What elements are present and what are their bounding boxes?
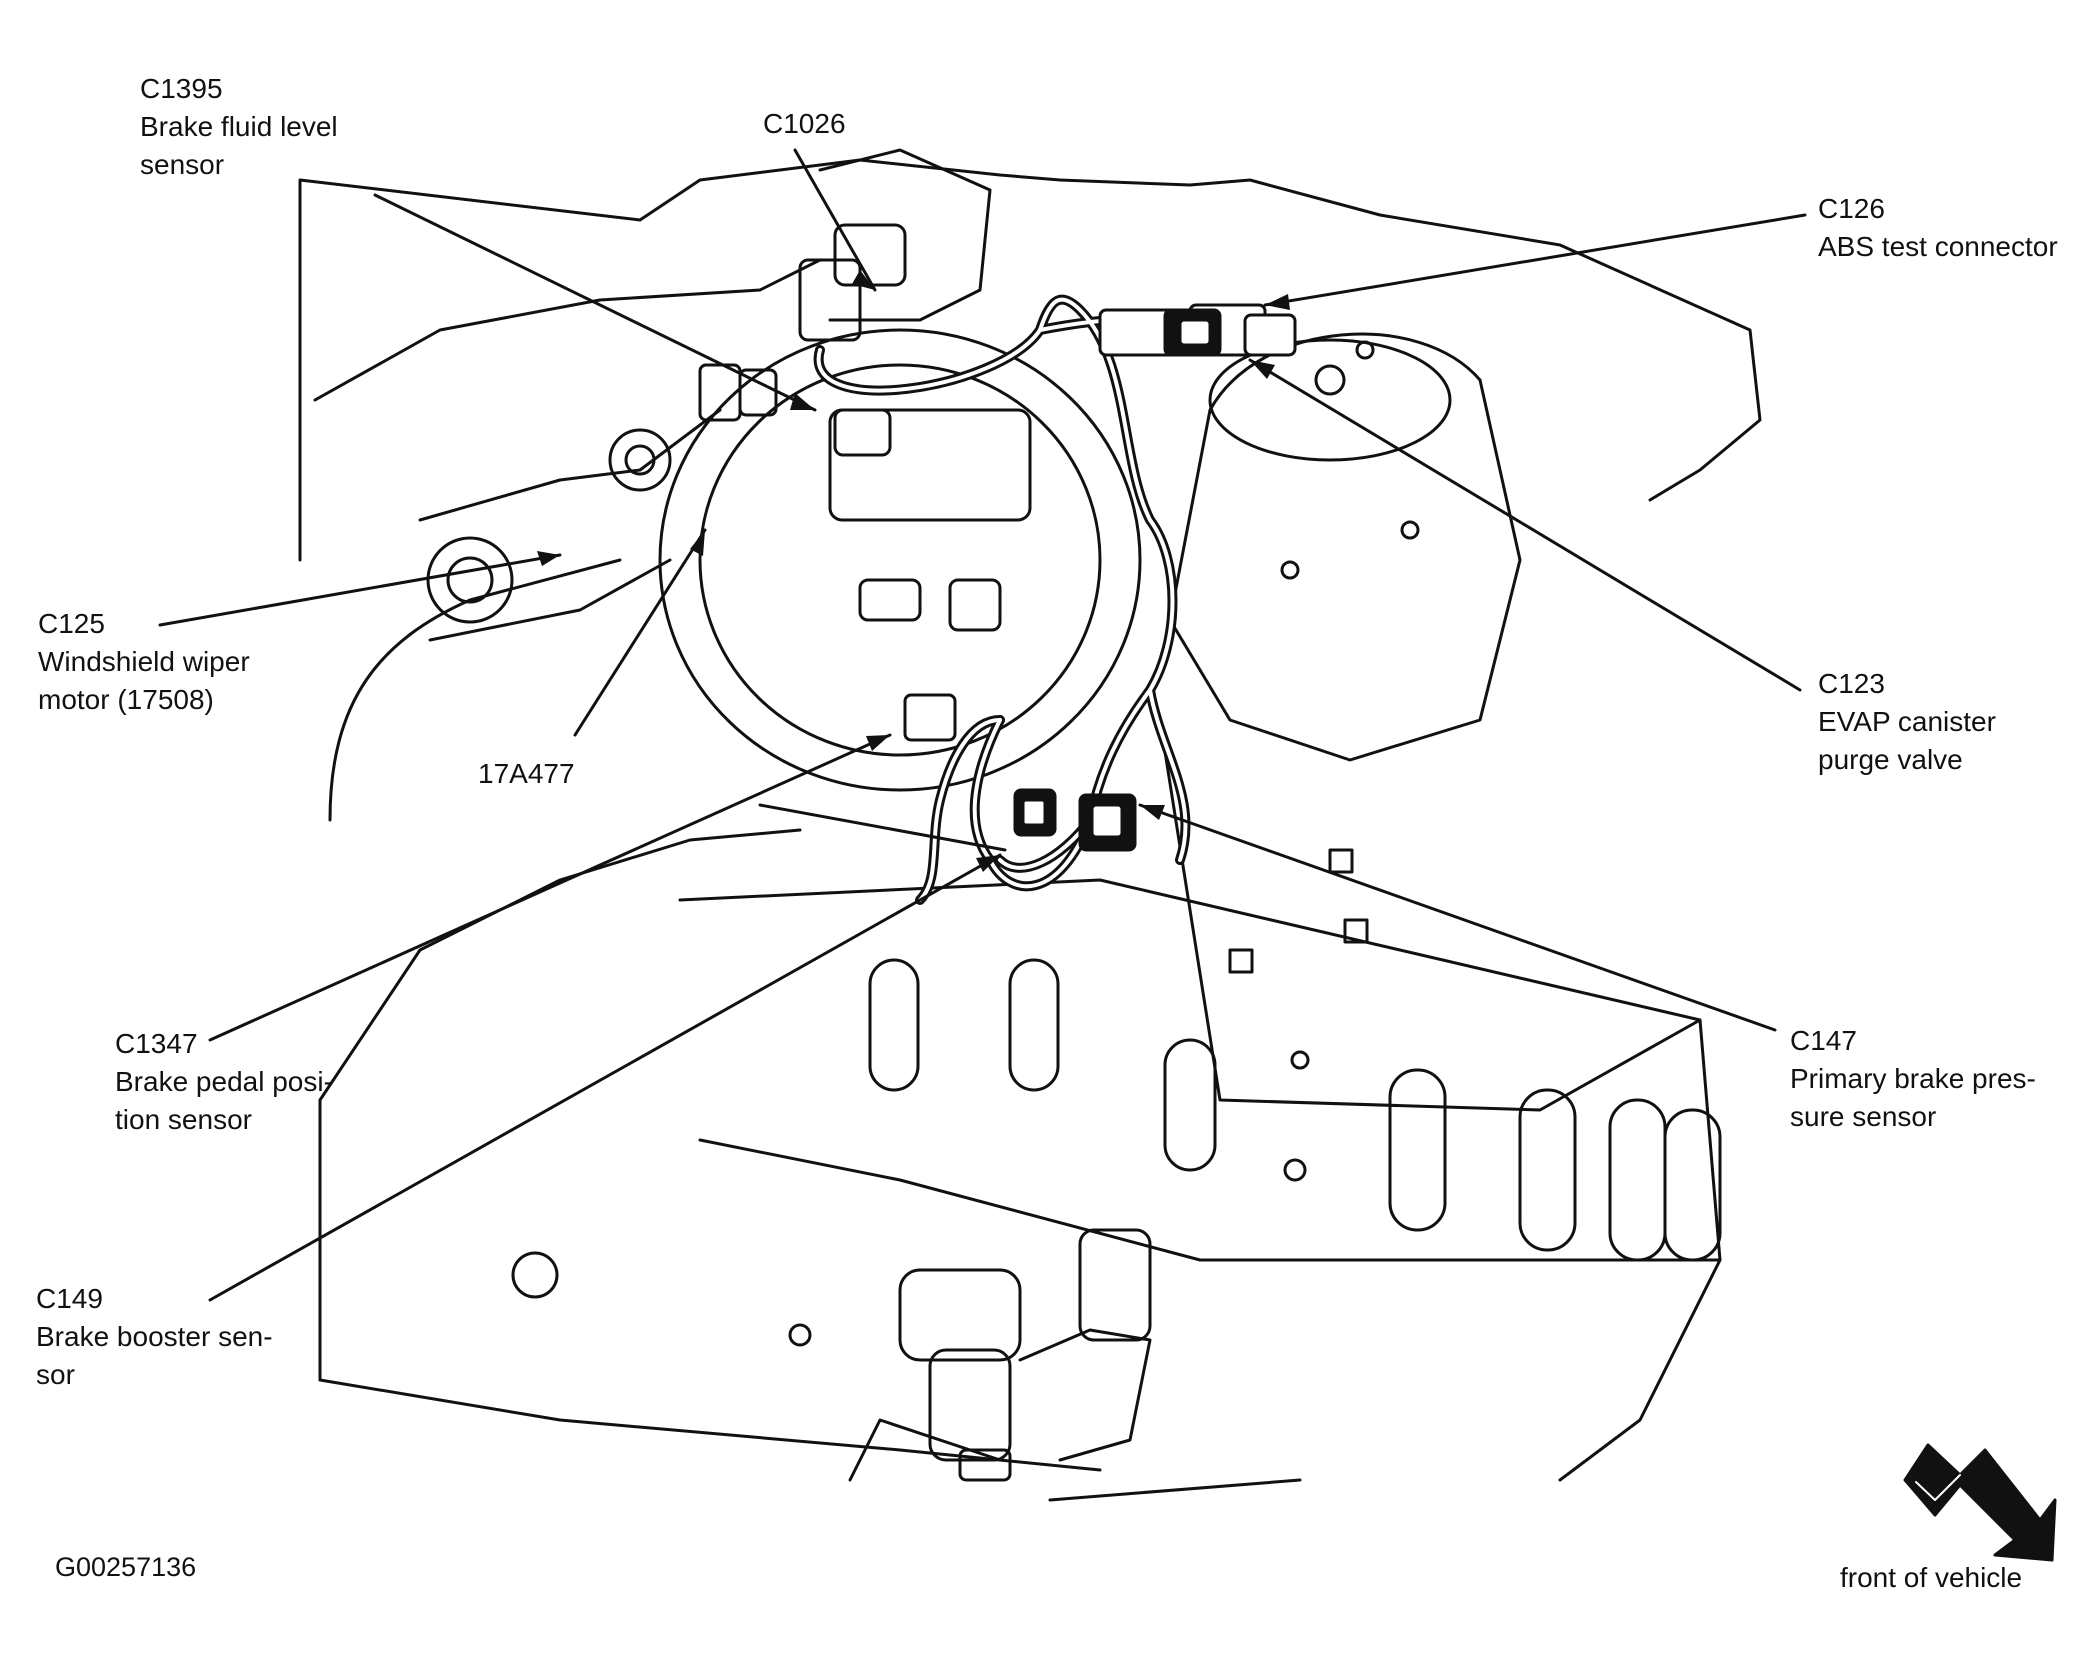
leader-c126 (1263, 213, 1807, 307)
front-rail (511, 878, 1722, 1347)
callout-c149: C149 Brake booster sen- sor (36, 1280, 273, 1394)
callout-text: motor (17508) (38, 684, 214, 715)
leader-lines (158, 148, 1807, 1302)
front-arrow-icon (1903, 1443, 2057, 1562)
callout-c123: C123 EVAP canister purge valve (1818, 665, 1996, 779)
callout-text: Windshield wiper (38, 646, 250, 677)
leader-c1395 (373, 193, 817, 412)
callout-c1395: C1395 Brake fluid level sensor (140, 70, 338, 184)
callout-text: purge valve (1818, 744, 1963, 775)
callout-code: C147 (1790, 1025, 1857, 1056)
callout-c125: C125 Windshield wiper motor (17508) (38, 605, 250, 719)
callout-text: sure sensor (1790, 1101, 1937, 1132)
callout-c126: C126 ABS test connector (1818, 190, 2058, 266)
callout-code: C126 (1818, 193, 1885, 224)
leader-arrowheads (537, 270, 1290, 872)
body-outline (298, 158, 1762, 1502)
callout-code: C1026 (763, 108, 846, 139)
leader-c149 (208, 853, 1002, 1302)
leader-c123 (1248, 358, 1802, 692)
leader-c147 (1138, 803, 1777, 1032)
callout-text: Brake pedal posi- (115, 1066, 333, 1097)
callout-code: C1395 (140, 73, 223, 104)
callout-code: C125 (38, 608, 105, 639)
callout-text: ABS test connector (1818, 231, 2058, 262)
callout-text: sor (36, 1359, 75, 1390)
callout-code: C123 (1818, 668, 1885, 699)
callout-text: Brake fluid level (140, 111, 338, 142)
callout-text: EVAP canister (1818, 706, 1996, 737)
connector-bodies (833, 303, 1297, 852)
callout-text: Brake booster sen- (36, 1321, 273, 1352)
callout-text: Primary brake pres- (1790, 1063, 2036, 1094)
front-of-vehicle-label: front of vehicle (1840, 1562, 2023, 1593)
leader-c1026 (793, 148, 877, 292)
figure-id: G00257136 (55, 1552, 197, 1582)
leader-17a477 (573, 528, 707, 737)
callout-code: C1347 (115, 1028, 198, 1059)
callout-c147: C147 Primary brake pres- sure sensor (1790, 1022, 2036, 1136)
leader-c1347 (208, 733, 892, 1042)
strut-tower (1158, 332, 1702, 1112)
callout-c1347: C1347 Brake pedal posi- tion sensor (115, 1025, 333, 1139)
leader-c125 (158, 553, 562, 627)
callout-code: 17A477 (478, 758, 575, 789)
callout-code: C149 (36, 1283, 103, 1314)
callout-17a477: 17A477 (478, 755, 575, 793)
brake-booster (658, 148, 1142, 792)
wiper-motor (418, 363, 778, 642)
callout-c1026: C1026 (763, 105, 846, 143)
callout-text: sensor (140, 149, 225, 180)
callout-text: tion sensor (115, 1104, 252, 1135)
lower-fittings (898, 1228, 1152, 1482)
